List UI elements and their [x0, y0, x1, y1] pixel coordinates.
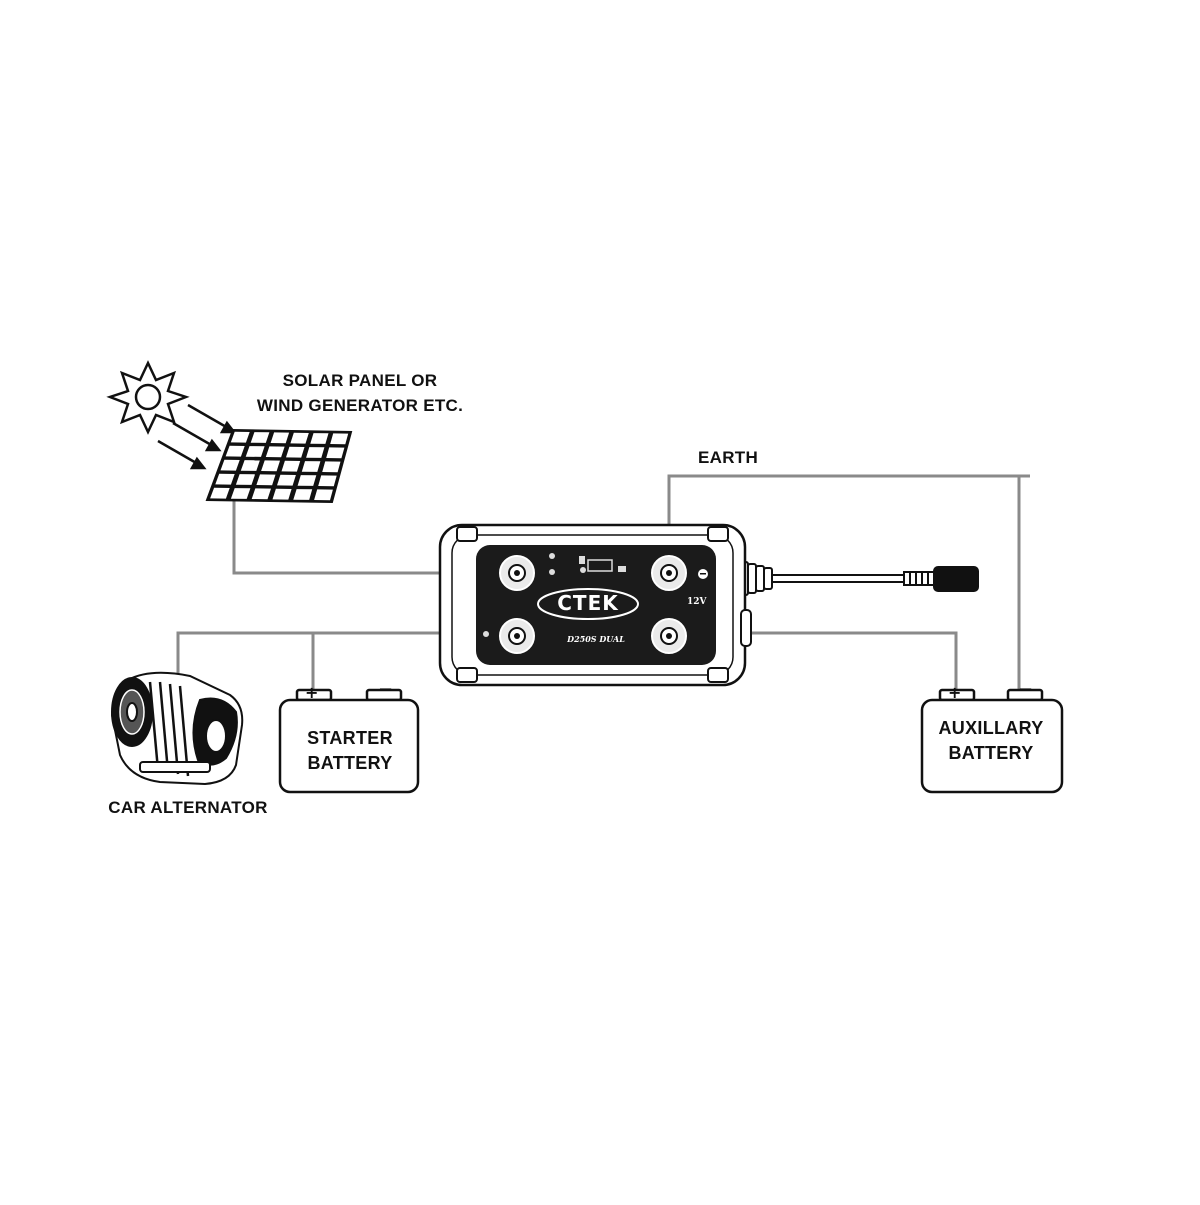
solar-cell [215, 473, 235, 485]
solar-panel-icon [205, 428, 353, 504]
starter-minus-terminal-label: − [378, 679, 394, 700]
status-indicators [483, 553, 708, 637]
device-voltage-label: 12V [687, 597, 707, 607]
auxiliary-battery-icon [920, 688, 1064, 794]
solar-cell [240, 460, 260, 471]
alternator-icon [110, 671, 244, 786]
solar-cell [210, 487, 230, 499]
solar-cell [326, 447, 345, 459]
brand-badge [537, 588, 639, 620]
earth-label: EARTH [698, 448, 759, 467]
solar-cell [251, 488, 271, 500]
solar-cell [250, 432, 270, 443]
solar-cell [314, 489, 333, 501]
solar-cell [261, 460, 280, 472]
terminal-aux-output [651, 618, 687, 654]
solar-cell [293, 489, 313, 500]
brand-logo-text: CTEK [557, 591, 619, 615]
alternator-wire [176, 631, 513, 676]
solar-cell [265, 446, 285, 458]
solar-cell [272, 488, 292, 500]
terminal-alternator-input [499, 618, 535, 654]
solar-cell [306, 447, 325, 458]
cable-plug [903, 566, 979, 592]
aux-label-line2: BATTERY [948, 743, 1034, 763]
solar-cell [301, 461, 321, 472]
auxiliary-battery-label: AUXILLARY BATTERY [922, 716, 1060, 766]
solar-cell [286, 446, 305, 458]
solar-label-line2: WIND GENERATOR ETC. [256, 396, 464, 415]
starter-battery-icon [278, 688, 420, 794]
solar-cell [225, 445, 245, 457]
alternator-label: CAR ALTERNATOR [108, 798, 268, 817]
solar-cell [270, 432, 290, 444]
starter-label-line2: BATTERY [307, 753, 393, 773]
aux-plus-wire [669, 631, 958, 690]
aux-minus-terminal-label: − [1018, 679, 1034, 700]
solar-label-line1: SOLAR PANEL OR [282, 371, 438, 390]
solar-cell [297, 475, 317, 486]
sunlight-arrows-icon [157, 403, 237, 470]
starter-plus-terminal-label: + [305, 683, 319, 702]
solar-wire [232, 500, 513, 575]
solar-cell [256, 474, 276, 486]
ctek-brand: CTEK [536, 589, 640, 619]
solar-cell [220, 459, 240, 471]
solar-cell [277, 474, 296, 486]
solar-cell [235, 474, 256, 485]
solar-cell [318, 475, 337, 487]
aux-plus-terminal-label: + [948, 683, 962, 702]
solar-cell [245, 446, 265, 457]
solar-cell [290, 432, 309, 444]
solar-cell [230, 488, 251, 499]
solar-cell [322, 461, 341, 473]
terminal-earth [651, 555, 687, 591]
solar-cell [230, 431, 250, 443]
device-model-label: D250S DUAL [567, 634, 625, 644]
starter-battery-label: STARTER BATTERY [280, 726, 420, 776]
solar-cell [330, 433, 349, 445]
ctek-charger [438, 523, 979, 687]
terminal-solar-input [499, 555, 535, 591]
sun-icon [106, 360, 190, 435]
solar-panel-label: SOLAR PANEL OR WIND GENERATOR ETC. [240, 368, 480, 418]
solar-cell [310, 433, 329, 444]
aux-label-line1: AUXILLARY [938, 718, 1044, 738]
starter-label-line1: STARTER [307, 728, 393, 748]
charger-cable [757, 574, 909, 583]
solar-cell [281, 460, 301, 472]
